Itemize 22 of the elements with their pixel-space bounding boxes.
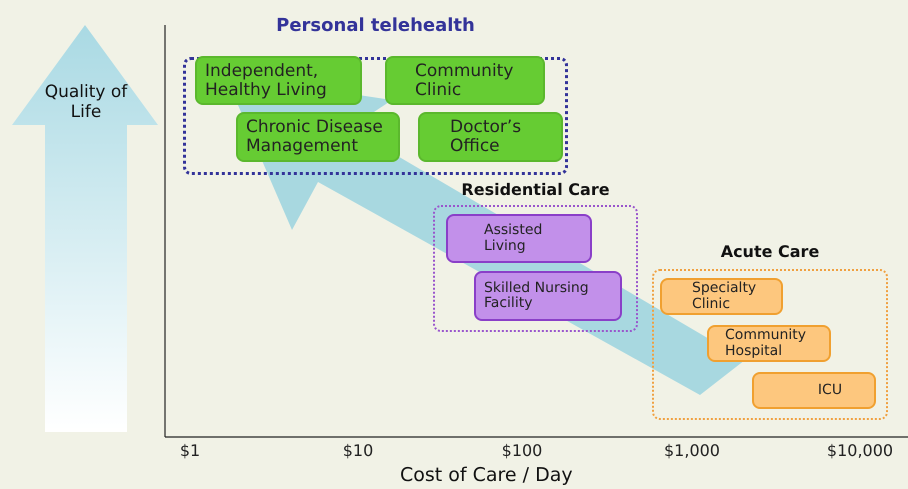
care-setting-box: Specialty Clinic [660, 278, 783, 315]
care-group [652, 242, 888, 420]
tick-label: $10 [342, 441, 374, 460]
axis-title: Cost of Care / Day [400, 464, 573, 486]
care-setting-box: Independent, Healthy Living [195, 56, 362, 105]
care-group [433, 180, 638, 332]
care-setting-box: Community Hospital [707, 325, 831, 362]
tick-label: $10,000 [826, 441, 894, 460]
care-setting-box: Community Clinic [385, 56, 545, 105]
care-setting-box: ICU [752, 372, 876, 409]
group-heading: Residential Care [460, 180, 611, 199]
care-setting-box: Assisted Living [446, 214, 592, 263]
axis-title: Quality of Life [44, 82, 128, 123]
care-group [183, 15, 568, 175]
tick-label: $100 [500, 441, 544, 460]
care-setting-box: Chronic Disease Management [236, 112, 400, 162]
group-heading: Personal telehealth [275, 15, 476, 36]
care-setting-box: Doctor’s Office [418, 112, 563, 162]
tick-label: $1 [178, 441, 202, 460]
care-setting-box: Skilled Nursing Facility [474, 271, 622, 321]
group-heading: Acute Care [720, 242, 820, 261]
tick-label: $1,000 [663, 441, 721, 460]
